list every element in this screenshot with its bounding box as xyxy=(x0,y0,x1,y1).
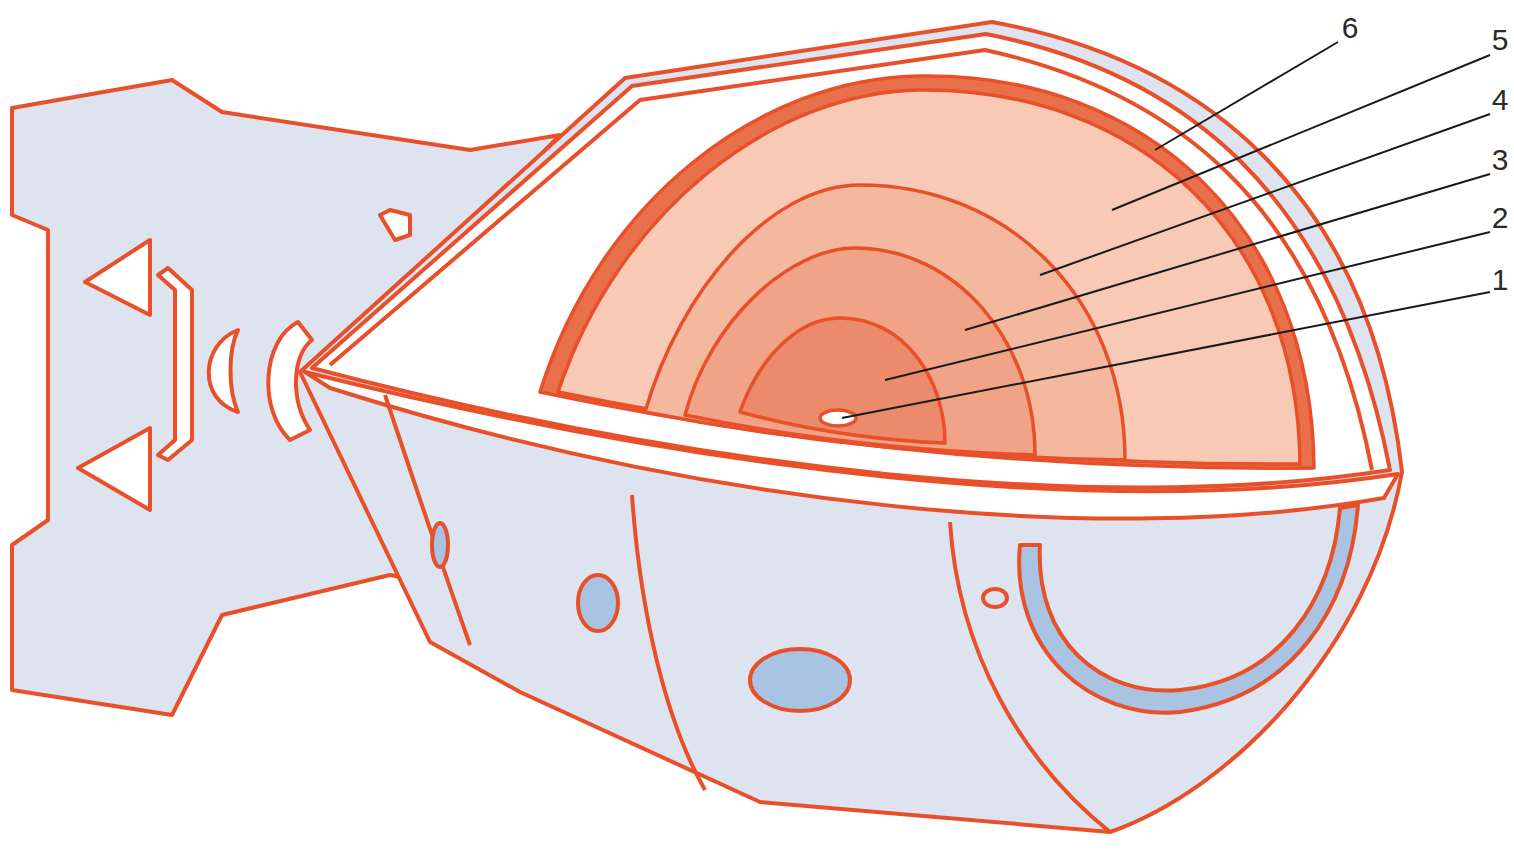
layer-4 xyxy=(645,185,1125,460)
body-hole xyxy=(578,575,618,631)
layer-3 xyxy=(685,248,1035,455)
hatch-ring xyxy=(1019,505,1358,713)
body-hole xyxy=(432,523,448,567)
callout-number: 5 xyxy=(1492,23,1509,57)
layer-1-core xyxy=(820,410,856,426)
tail-cutout xyxy=(78,428,150,510)
tail-notch xyxy=(380,210,410,240)
tail-crescent xyxy=(209,330,238,412)
tail-crescent xyxy=(268,322,312,440)
body-seam xyxy=(632,495,705,790)
tail-cutout xyxy=(85,240,150,315)
tail-bracket xyxy=(158,268,192,460)
callout-number: 1 xyxy=(1492,263,1509,297)
callout-number: 4 xyxy=(1492,83,1509,117)
callout-number: 6 xyxy=(1342,11,1359,45)
bomb-body xyxy=(300,22,1402,832)
body-hole xyxy=(983,589,1007,607)
layer-6 xyxy=(540,76,1314,468)
body-hole xyxy=(750,649,850,711)
leader-line xyxy=(1112,55,1490,210)
leader-line xyxy=(1155,42,1338,150)
leader-line xyxy=(842,292,1490,418)
inner-shell xyxy=(330,50,1372,470)
layer-2 xyxy=(740,318,945,443)
callout-number: 3 xyxy=(1492,143,1509,177)
leader-line xyxy=(885,232,1490,380)
layer-5 xyxy=(558,90,1300,464)
callout-number: 2 xyxy=(1492,201,1509,235)
body-seam xyxy=(385,395,470,645)
